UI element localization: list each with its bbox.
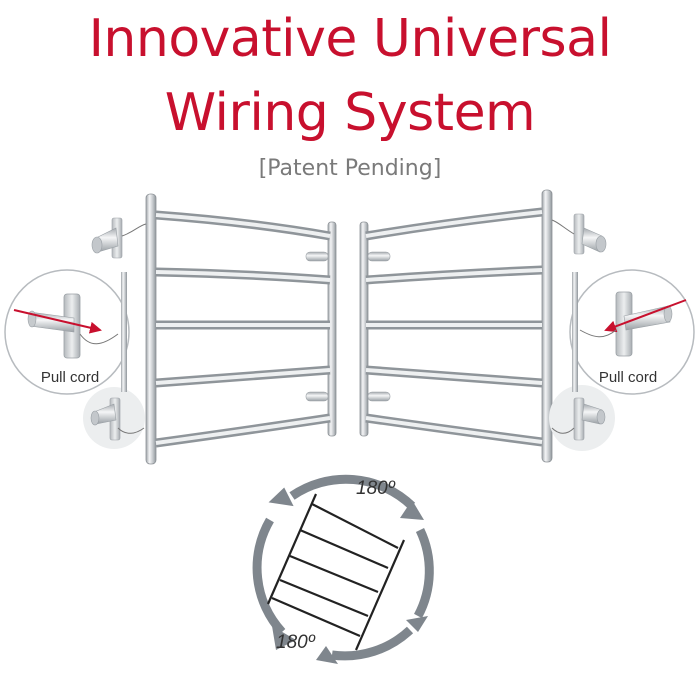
rotation-label-top: 180º: [356, 478, 396, 499]
rotation-arrow-top: [289, 474, 416, 510]
title-line-1: Innovative Universal: [88, 9, 612, 69]
title-line-2: Wiring System: [164, 83, 536, 143]
rotation-diagram: 180º 180º: [252, 474, 434, 664]
right-callout-label: Pull cord: [599, 369, 657, 386]
right-pull-cord-callout: Pull cord: [569, 269, 695, 395]
left-top-bracket: [91, 217, 147, 259]
left-callout-label: Pull cord: [41, 369, 99, 386]
rotated-rail-sketch: [266, 493, 406, 651]
right-bottom-bracket: [549, 385, 615, 451]
subtitle: [Patent Pending]: [258, 156, 442, 181]
rotation-arrow-right: [413, 528, 434, 619]
rotation-arrow-bottom: [331, 626, 414, 661]
left-towel-rail: [145, 193, 337, 465]
left-bottom-bracket: [83, 387, 145, 449]
rotation-label-bottom: 180º: [276, 632, 316, 653]
right-top-bracket: [551, 213, 607, 255]
rotation-arrow-left: [252, 517, 286, 636]
right-towel-rail: [359, 189, 553, 463]
left-pull-cord-callout: Pull cord: [4, 269, 130, 395]
